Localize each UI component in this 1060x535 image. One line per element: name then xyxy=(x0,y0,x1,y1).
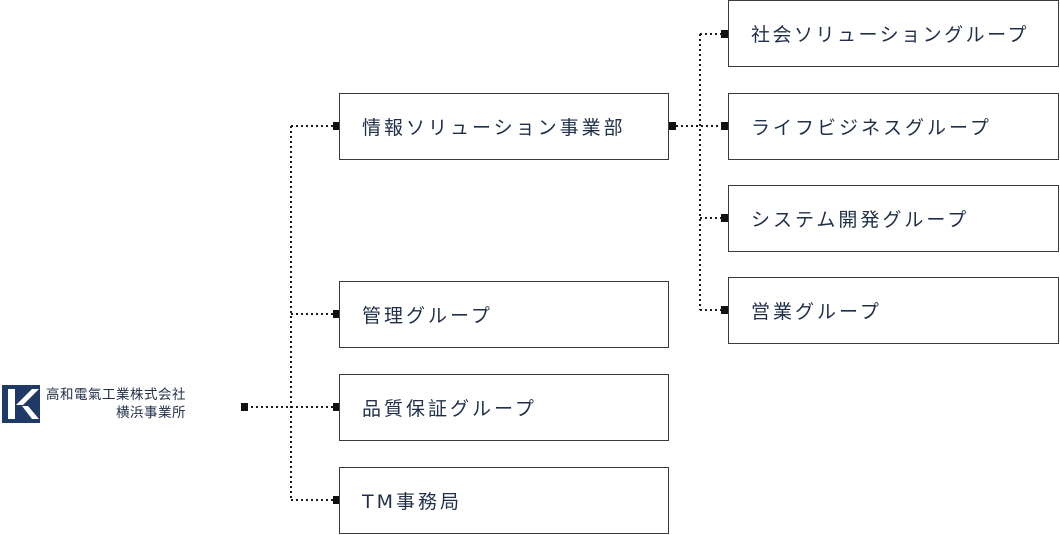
company-label: 高和電氣工業株式会社 横浜事業所 xyxy=(46,386,186,422)
connector-node-group-2 xyxy=(721,122,728,130)
division-box-tm-office: TM事務局 xyxy=(339,467,669,534)
division-box-info-solution: 情報ソリューション事業部 xyxy=(339,93,669,160)
connector-node-root xyxy=(241,403,248,411)
connector-node-division-2 xyxy=(333,310,340,318)
division-box-quality-assurance: 品質保証グループ xyxy=(339,374,669,441)
connector-node-group-1 xyxy=(721,30,728,38)
connector-node-group-4 xyxy=(721,306,728,314)
company-office: 横浜事業所 xyxy=(116,405,186,421)
company-logo-k-icon xyxy=(2,385,40,423)
group-box-life-business: ライフビジネスグループ xyxy=(728,93,1059,160)
division-box-management: 管理グループ xyxy=(339,281,669,348)
company-name: 高和電氣工業株式会社 xyxy=(46,387,186,403)
group-box-system-development: システム開発グループ xyxy=(728,185,1059,252)
group-box-sales: 営業グループ xyxy=(728,277,1059,344)
connector-node-division-4 xyxy=(333,496,340,504)
group-box-social-solution: 社会ソリューショングループ xyxy=(728,0,1059,67)
connector-node-group-3 xyxy=(721,214,728,222)
connector-node-division-3 xyxy=(333,403,340,411)
connector-node-division-1 xyxy=(333,122,340,130)
connector-node-division-out xyxy=(669,122,676,130)
